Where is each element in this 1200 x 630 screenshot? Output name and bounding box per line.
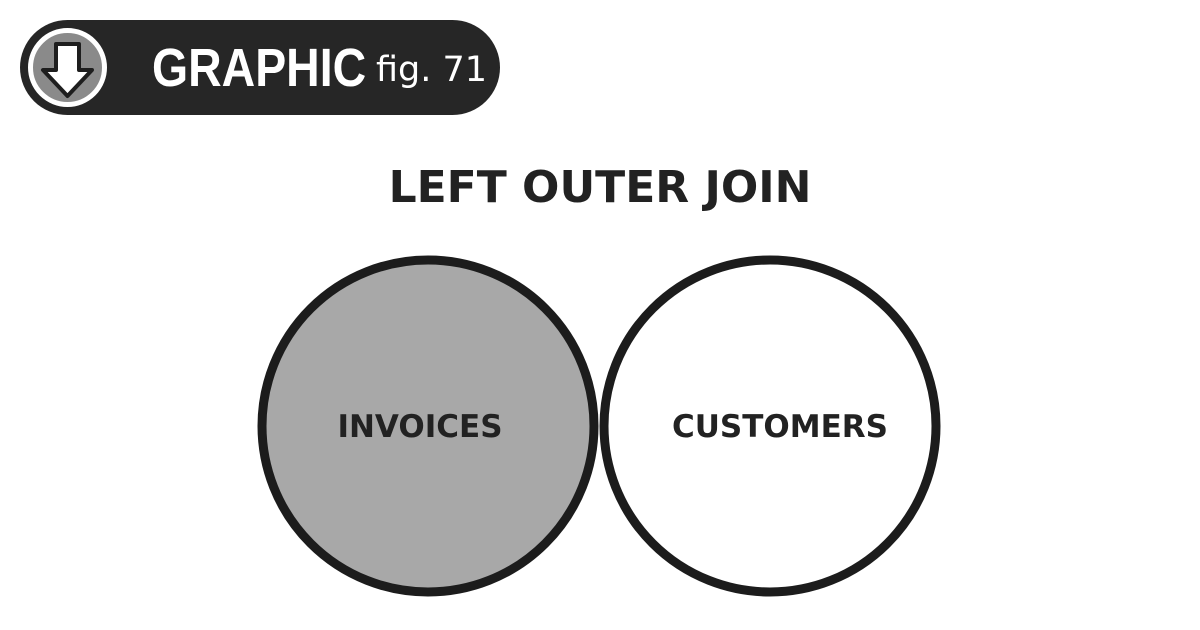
graphic-badge: GRAPHIC fig. 71 bbox=[20, 20, 500, 115]
badge-figure-number: fig. 71 bbox=[376, 50, 488, 90]
right-set-circle bbox=[599, 255, 941, 597]
right-set-label: CUSTOMERS bbox=[672, 409, 888, 445]
diagram-title: LEFT OUTER JOIN bbox=[388, 162, 812, 213]
arrow-down-circle-icon bbox=[26, 26, 109, 109]
left-set-circle bbox=[257, 255, 599, 597]
left-set-label: INVOICES bbox=[337, 409, 503, 445]
left-set-fill bbox=[262, 260, 594, 592]
badge-graphic-label: GRAPHIC bbox=[152, 38, 367, 98]
